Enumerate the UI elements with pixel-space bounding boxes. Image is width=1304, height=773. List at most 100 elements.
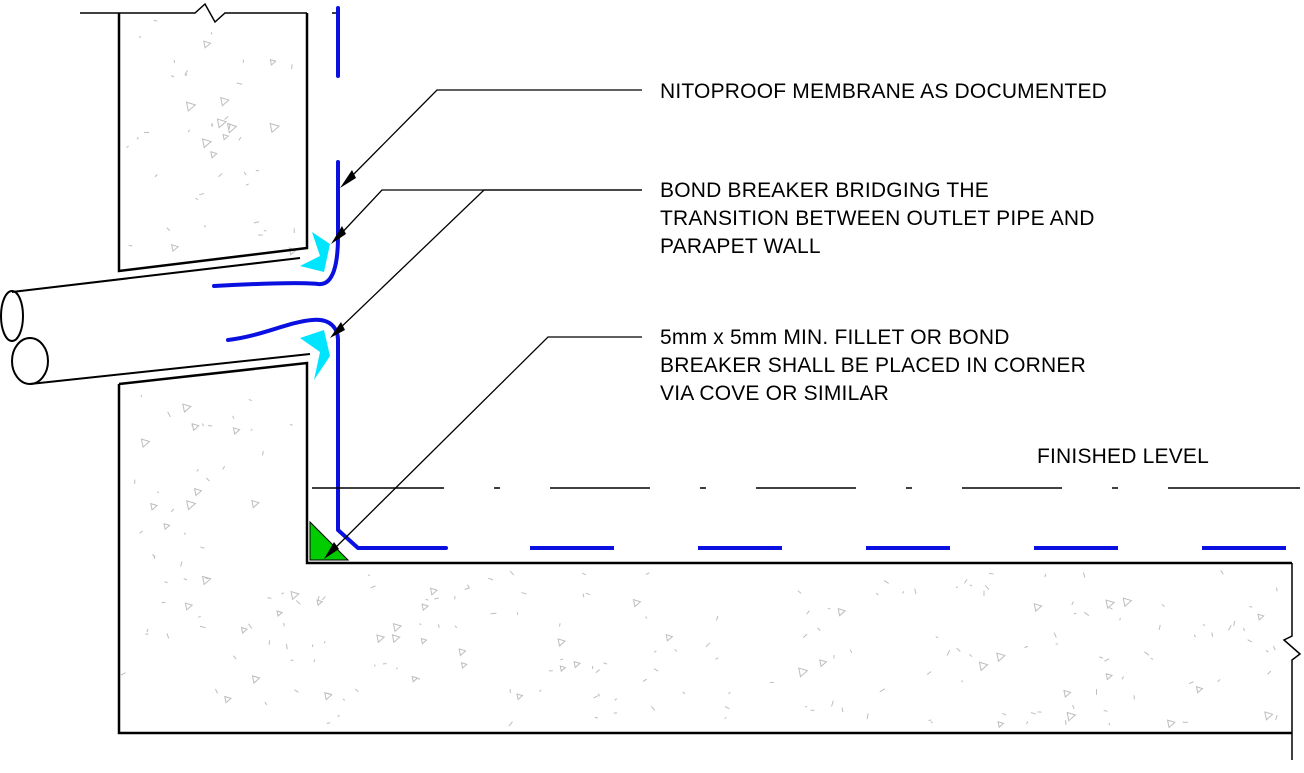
- hatch-tick: [312, 644, 313, 647]
- hatch-tick: [286, 644, 287, 649]
- hatch-aggregate: [412, 677, 417, 682]
- hatch-aggregate: [462, 663, 467, 668]
- hatch-tick: [850, 650, 851, 653]
- hatch-tick: [197, 469, 199, 471]
- hatch-tick: [970, 585, 972, 586]
- hatch-aggregate: [233, 428, 239, 434]
- hatch-aggregate: [225, 697, 231, 703]
- hatch-aggregate: [799, 668, 808, 677]
- hatch-tick: [1083, 572, 1084, 577]
- hatch-tick: [154, 20, 157, 21]
- hatch-tick: [171, 76, 174, 77]
- hatch-tick: [322, 596, 325, 599]
- hatch-tick: [167, 633, 169, 638]
- hatch-tick: [1025, 646, 1028, 647]
- hatch-aggregate: [291, 592, 299, 600]
- hatch-tick: [715, 658, 718, 660]
- hatch-aggregate: [979, 662, 987, 670]
- hatch-tick: [121, 673, 125, 675]
- hatch-tick: [314, 660, 315, 663]
- hatch-tick: [338, 715, 340, 717]
- hatch-tick: [828, 608, 830, 609]
- hatch-tick: [927, 672, 931, 675]
- hatch-tick: [434, 598, 439, 599]
- hatch-tick: [162, 602, 165, 603]
- hatch-aggregate: [1067, 713, 1075, 721]
- hatch-tick: [202, 423, 203, 426]
- hatch-tick: [218, 173, 222, 177]
- hatch-tick: [1273, 646, 1275, 650]
- hatch-tick: [296, 600, 300, 604]
- hatch-aggregate: [141, 439, 149, 447]
- hatch-tick: [1054, 633, 1056, 638]
- hatch-tick: [1244, 628, 1245, 631]
- hatch-tick: [326, 693, 331, 694]
- hatch-aggregate: [203, 139, 212, 148]
- hatch-tick: [964, 579, 967, 583]
- hatch-aggregate: [228, 124, 237, 133]
- hatch-tick: [604, 663, 608, 664]
- hatch-aggregate: [393, 624, 401, 632]
- hatch-tick: [931, 721, 933, 723]
- hatch-tick: [1189, 682, 1194, 684]
- hatch-aggregate: [172, 245, 178, 251]
- hatch-tick: [201, 547, 205, 548]
- hatch-tick: [817, 628, 820, 631]
- hatch-tick: [1268, 671, 1271, 674]
- outlet-pipe: [1, 258, 310, 384]
- hatch-tick: [355, 689, 358, 692]
- hatch-tick: [596, 669, 600, 672]
- hatch-tick: [419, 624, 421, 625]
- hatch-tick: [675, 649, 677, 651]
- hatch-tick: [1026, 721, 1027, 724]
- hatch-aggregate: [1265, 712, 1273, 720]
- hatch-tick: [1212, 633, 1213, 637]
- hatch-aggregate: [633, 600, 640, 607]
- hatch-aggregate: [377, 635, 384, 642]
- hatch-tick: [327, 723, 330, 724]
- label-fillet-line-2: BREAKER SHALL BE PLACED IN CORNER: [660, 354, 1086, 377]
- hatch-tick: [880, 689, 885, 692]
- hatch-tick: [282, 593, 284, 594]
- hatch-tick: [957, 648, 961, 652]
- lower-wall-and-slab: [119, 363, 1300, 760]
- hatch-tick: [294, 690, 298, 692]
- hatch-tick: [510, 571, 513, 575]
- hatch-tick: [455, 626, 457, 628]
- hatch-tick: [223, 466, 225, 469]
- hatch-tick: [426, 599, 429, 600]
- hatch-tick: [867, 713, 868, 719]
- hatch-tick: [488, 578, 490, 579]
- hatch-tick: [291, 660, 294, 661]
- hatch-tick: [970, 654, 972, 656]
- hatch-aggregate: [270, 123, 279, 132]
- hatch-tick: [324, 641, 325, 643]
- hatch-tick: [582, 573, 586, 575]
- hatch-aggregate: [252, 501, 259, 508]
- hatch-aggregate: [192, 424, 199, 431]
- hatch-tick: [832, 701, 834, 707]
- hatch-tick: [1203, 624, 1205, 626]
- hatch-tick: [1104, 659, 1109, 662]
- hatch-tick: [985, 585, 989, 589]
- hatch-aggregate: [203, 576, 211, 584]
- hatch-tick: [229, 123, 230, 129]
- hatch-tick: [1072, 602, 1074, 605]
- hatch-aggregate: [1196, 687, 1202, 693]
- hatch-tick: [586, 593, 590, 595]
- hatch-tick: [1221, 570, 1224, 574]
- hatch-tick: [188, 130, 189, 132]
- hatch-tick: [368, 575, 370, 576]
- hatch-tick: [1151, 658, 1153, 659]
- hatch-tick: [397, 667, 398, 669]
- hatch-tick: [165, 582, 168, 583]
- hatch-tick: [807, 611, 810, 615]
- hatch-tick: [140, 36, 141, 38]
- hatch-tick: [1109, 723, 1110, 725]
- hatch-tick: [1229, 625, 1232, 630]
- hatch-tick: [654, 669, 658, 672]
- hatch-tick: [1084, 612, 1089, 615]
- label-fillet-line-3: VIA COVE OR SIMILAR: [660, 382, 889, 405]
- hatch-tick: [798, 591, 801, 594]
- hatch-tick: [1045, 574, 1046, 577]
